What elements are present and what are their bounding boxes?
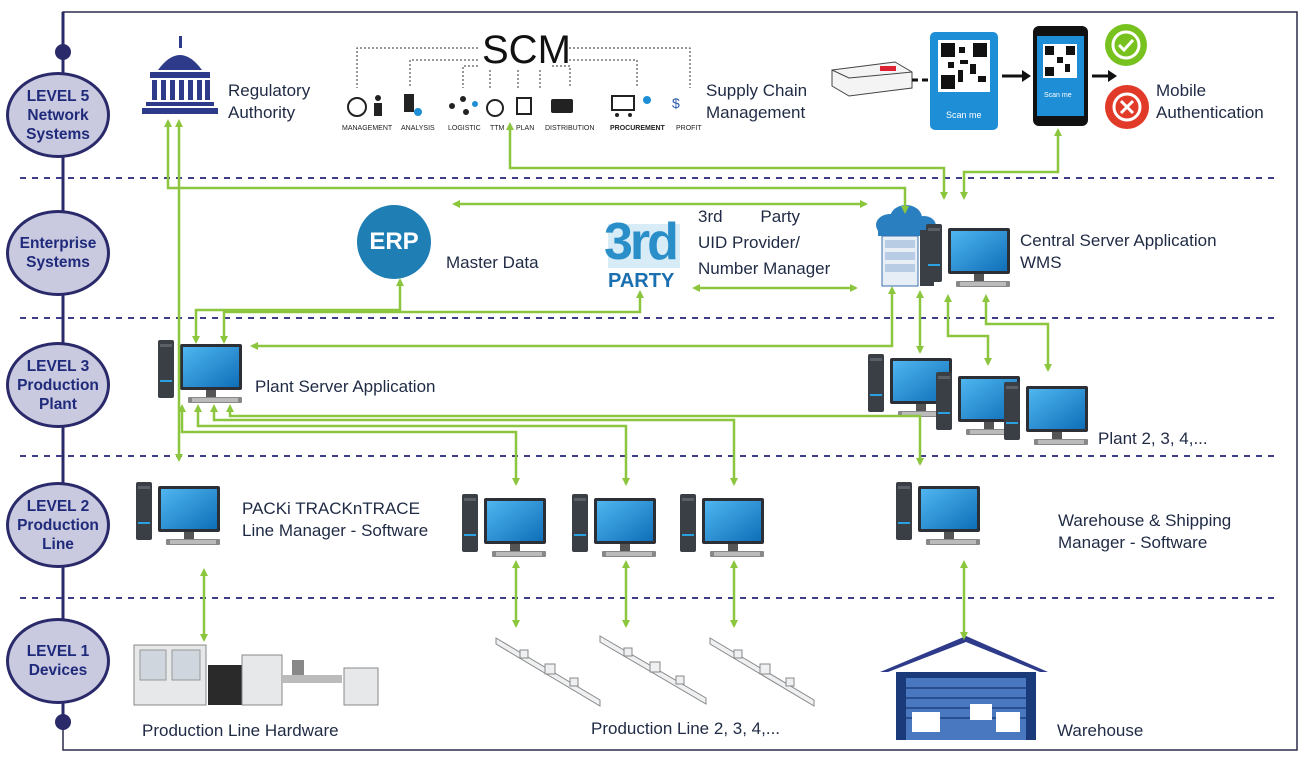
product-box-icon [831,61,913,97]
smartphone-icon [1033,26,1088,126]
scm-item-profit: PROFIT [676,125,702,132]
third-party-line-3: Number Manager [698,259,831,278]
analysis-icon [404,94,414,112]
erp-logo [357,205,431,279]
enterprise-badge: Enterprise Systems [6,210,110,296]
scm-item-plan: PLAN [516,125,535,132]
management-icon [347,97,367,117]
spine-cap-top [55,44,71,60]
spine-cap-bottom [55,714,71,730]
plant-n-label: Plant 2, 3, 4,... [1098,429,1208,448]
scm-to-central-link [506,122,948,200]
plant-server-computer [158,340,242,403]
line-manager-computer [136,482,220,545]
scm-item-management: MANAGEMENT [342,125,393,132]
plant-server-label: Plant Server Application [255,377,436,396]
scm-item-logistic: LOGISTIC [448,125,481,132]
central-to-plant-3-link [944,294,992,366]
distribution-truck-icon [551,99,573,113]
level-1-label: LEVEL 1 Devices [26,643,90,679]
level-5-badge: LEVEL 5 Network Systems [6,72,110,158]
regulatory-building-icon [142,36,218,114]
line-computer-3 [572,494,656,557]
scm-item-ttm: TTM [490,125,505,132]
master-data-label: Master Data [446,253,539,272]
plan-icon [516,97,532,115]
warehouse-manager-computer [896,482,980,545]
profit-icon: $ [672,95,680,111]
production-lines-label: Production Line 2, 3, 4,... [591,719,781,738]
central-to-plant-4-link [982,294,1052,372]
third-party-logo [608,224,680,268]
scm-item-distribution: DISTRIBUTION [545,125,595,132]
plant-to-erp-link [192,278,404,344]
level-3-badge: LEVEL 3 Production Plant [6,342,110,428]
production-line-4-icon [709,637,815,707]
warehouse-label: Warehouse [1057,721,1144,740]
line-manager-label: PACKi TRACKnTRACE Line Manager - Softwar… [242,499,429,540]
production-line-2-icon [495,637,601,707]
erp-logo-text: ERP [369,228,419,255]
phone-scan-label: Scan me [1044,92,1072,99]
connection-arrows [164,119,1062,642]
person-icon [375,95,381,101]
production-hardware-label: Production Line Hardware [142,721,339,740]
central-to-plant-link [250,286,896,350]
level-1-badge: LEVEL 1 Devices [6,618,110,704]
phone-to-central-link [960,128,1062,200]
scm-tree-lines [356,47,691,88]
level-2-badge: LEVEL 2 Production Line [6,482,110,568]
central-server-computer [926,224,1010,287]
third-party-line-2: UID Provider/ [698,233,801,252]
level-2-label: LEVEL 2 Production Line [17,497,99,553]
ttm-clock-icon [486,99,504,117]
scm-item-procurement: PROCUREMENT [610,125,665,132]
scm-title: SCM [482,28,571,72]
third-party-logo-word: PARTY [608,270,675,292]
check-badge-icon [1105,24,1147,66]
plant-to-3rd-party-link [220,290,644,344]
scm-item-analysis: ANALYSIS [401,125,435,132]
enterprise-label: Enterprise Systems [19,235,97,271]
production-line-hardware-icon [133,644,379,706]
production-line-3-icon [599,635,707,705]
cross-badge-icon [1105,85,1149,129]
procurement-cart-icon [611,95,635,111]
plant-computer-4 [1004,382,1088,445]
plant-to-warehouse-manager-link [226,404,924,466]
level-5-label: LEVEL 5 Network Systems [26,87,90,143]
card-scan-label: Scan me [946,110,982,120]
supply-chain-label: Supply Chain Management [706,81,808,122]
warehouse-icon [880,636,1048,740]
third-party-line-1: 3rd Party [698,207,801,226]
warehouse-manager-label: Warehouse & Shipping Manager - Software [1058,511,1232,552]
central-server-label: Central Server Application WMS [1020,231,1217,272]
mobile-authentication-label: Mobile Authentication [1156,81,1264,122]
line-computer-4 [680,494,764,557]
third-party-logo-number: 3rd [604,213,679,271]
scm-icons: $ [347,94,680,117]
logistic-icon [449,103,455,109]
plant-to-line-4-link [210,404,738,486]
level-3-label: LEVEL 3 Production Plant [17,357,99,413]
regulatory-authority-label: Regulatory Authority [228,81,311,122]
line-computer-2 [462,494,546,557]
qr-card-icon [930,32,998,130]
